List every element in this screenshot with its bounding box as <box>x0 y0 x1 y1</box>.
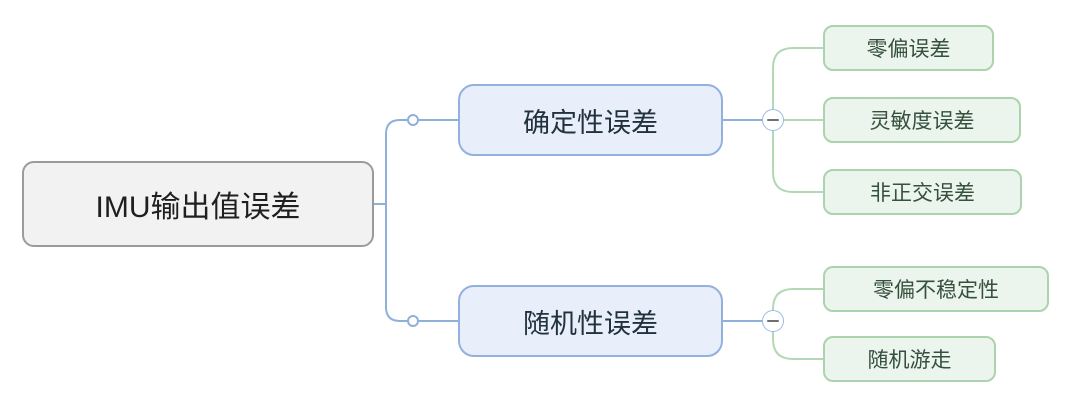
topic-child-1-2-label: 灵敏度误差 <box>869 110 975 133</box>
topic-child-2-1-label: 零偏不稳定性 <box>873 279 999 302</box>
topic-root-label: IMU输出值误差 <box>95 191 301 224</box>
collapse-button-branch2[interactable] <box>762 310 784 332</box>
connector-root-branch2 <box>385 204 408 322</box>
topic-child-bias-instability[interactable]: 零偏不稳定性 <box>823 266 1049 312</box>
connector-branch2-child2 <box>772 321 823 360</box>
topic-branch-random[interactable]: 随机性误差 <box>458 285 723 357</box>
topic-child-bias-error[interactable]: 零偏误差 <box>823 25 994 71</box>
topic-branch-deterministic[interactable]: 确定性误差 <box>458 84 723 156</box>
topic-root[interactable]: IMU输出值误差 <box>22 161 374 247</box>
minus-icon <box>767 118 779 122</box>
topic-child-sensitivity-error[interactable]: 灵敏度误差 <box>823 97 1021 143</box>
topic-child-2-2-label: 随机游走 <box>867 349 952 372</box>
connector-branch1-child3 <box>772 120 823 193</box>
connector-branch1-child1 <box>772 47 823 120</box>
minus-icon <box>767 319 779 323</box>
topic-child-nonorthogonal-error[interactable]: 非正交误差 <box>823 169 1022 215</box>
topic-child-random-walk[interactable]: 随机游走 <box>823 336 996 382</box>
connector-root-branch1 <box>385 119 408 204</box>
topic-child-1-1-label: 零偏误差 <box>866 38 951 61</box>
connector-branch2-child1 <box>772 288 823 321</box>
topic-branch-1-label: 确定性误差 <box>523 107 658 138</box>
topic-branch-2-label: 随机性误差 <box>523 308 658 339</box>
topic-child-1-3-label: 非正交误差 <box>870 182 975 205</box>
joint-circle-top <box>407 114 419 126</box>
joint-circle-bottom <box>407 315 419 327</box>
collapse-button-branch1[interactable] <box>762 109 784 131</box>
